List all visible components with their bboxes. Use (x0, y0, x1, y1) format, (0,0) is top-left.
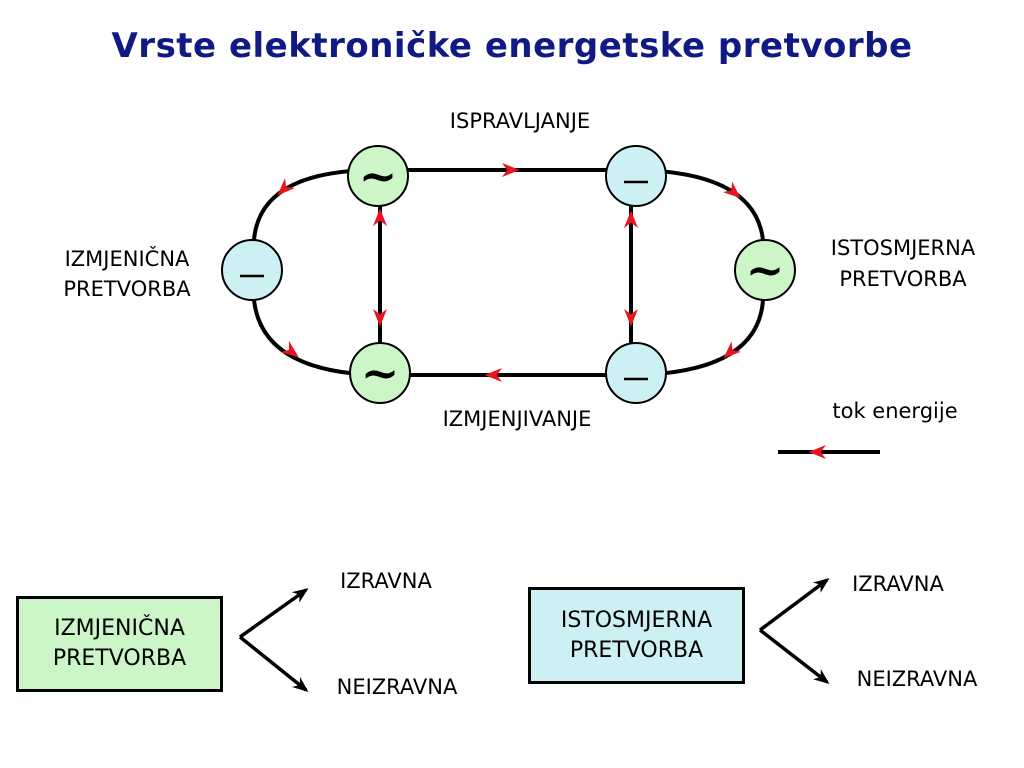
legend-label: tok energije (832, 399, 957, 423)
ac-symbol: ~ (359, 149, 398, 203)
box-line: ISTOSMJERNA (560, 607, 713, 633)
branch-arrow-lower-right (758, 628, 830, 684)
legend: tok energije (778, 399, 958, 459)
node-dc-left (221, 239, 283, 301)
page-title: Vrste elektroničke energetske pretvorbe (111, 26, 913, 66)
flow-arrow (721, 181, 741, 199)
label-ispravljanje: ISPRAVLJANJE (450, 109, 590, 133)
box-istosmjerna-pretvorba: ISTOSMJERNA PRETVORBA (528, 587, 745, 684)
node-ac-top: ~ (347, 145, 409, 207)
box-izmjenicna-pretvorba: IZMJENIČNA PRETVORBA (16, 596, 223, 692)
branch-arrow-upper-left (238, 588, 309, 639)
node-dc-bottom (605, 342, 667, 404)
box-line: PRETVORBA (569, 637, 704, 663)
left-lower-label: NEIZRAVNA (337, 675, 458, 699)
label-izmjenicna-line2: PRETVORBA (63, 277, 191, 301)
branch-arrow-upper-right (758, 578, 830, 632)
flow-arrow (277, 178, 295, 196)
label-izmjenicna-line1: IZMJENIČNA (65, 246, 190, 271)
energy-flow-arrows (277, 163, 742, 382)
flow-arrow (279, 341, 299, 358)
node-ac-bottom: ~ (349, 342, 411, 404)
left-upper-label: IZRAVNA (340, 569, 432, 593)
label-istosmjerna-line1: ISTOSMJERNA (831, 236, 976, 260)
branch-arrow-lower-left (238, 635, 309, 693)
ac-symbol: ~ (361, 346, 400, 400)
label-istosmjerna-line2: PRETVORBA (839, 267, 967, 291)
right-upper-label: IZRAVNA (852, 572, 944, 596)
ac-symbol: ~ (746, 243, 785, 297)
node-ac-right: ~ (734, 239, 796, 301)
classification-branches (238, 578, 830, 693)
box-line: IZMJENIČNA (54, 616, 185, 641)
box-line: PRETVORBA (52, 646, 187, 671)
flow-arrow (723, 341, 742, 359)
label-izmjenjivanje: IZMJENJIVANJE (443, 407, 592, 431)
node-dc-top (605, 145, 667, 207)
right-lower-label: NEIZRAVNA (857, 667, 978, 691)
